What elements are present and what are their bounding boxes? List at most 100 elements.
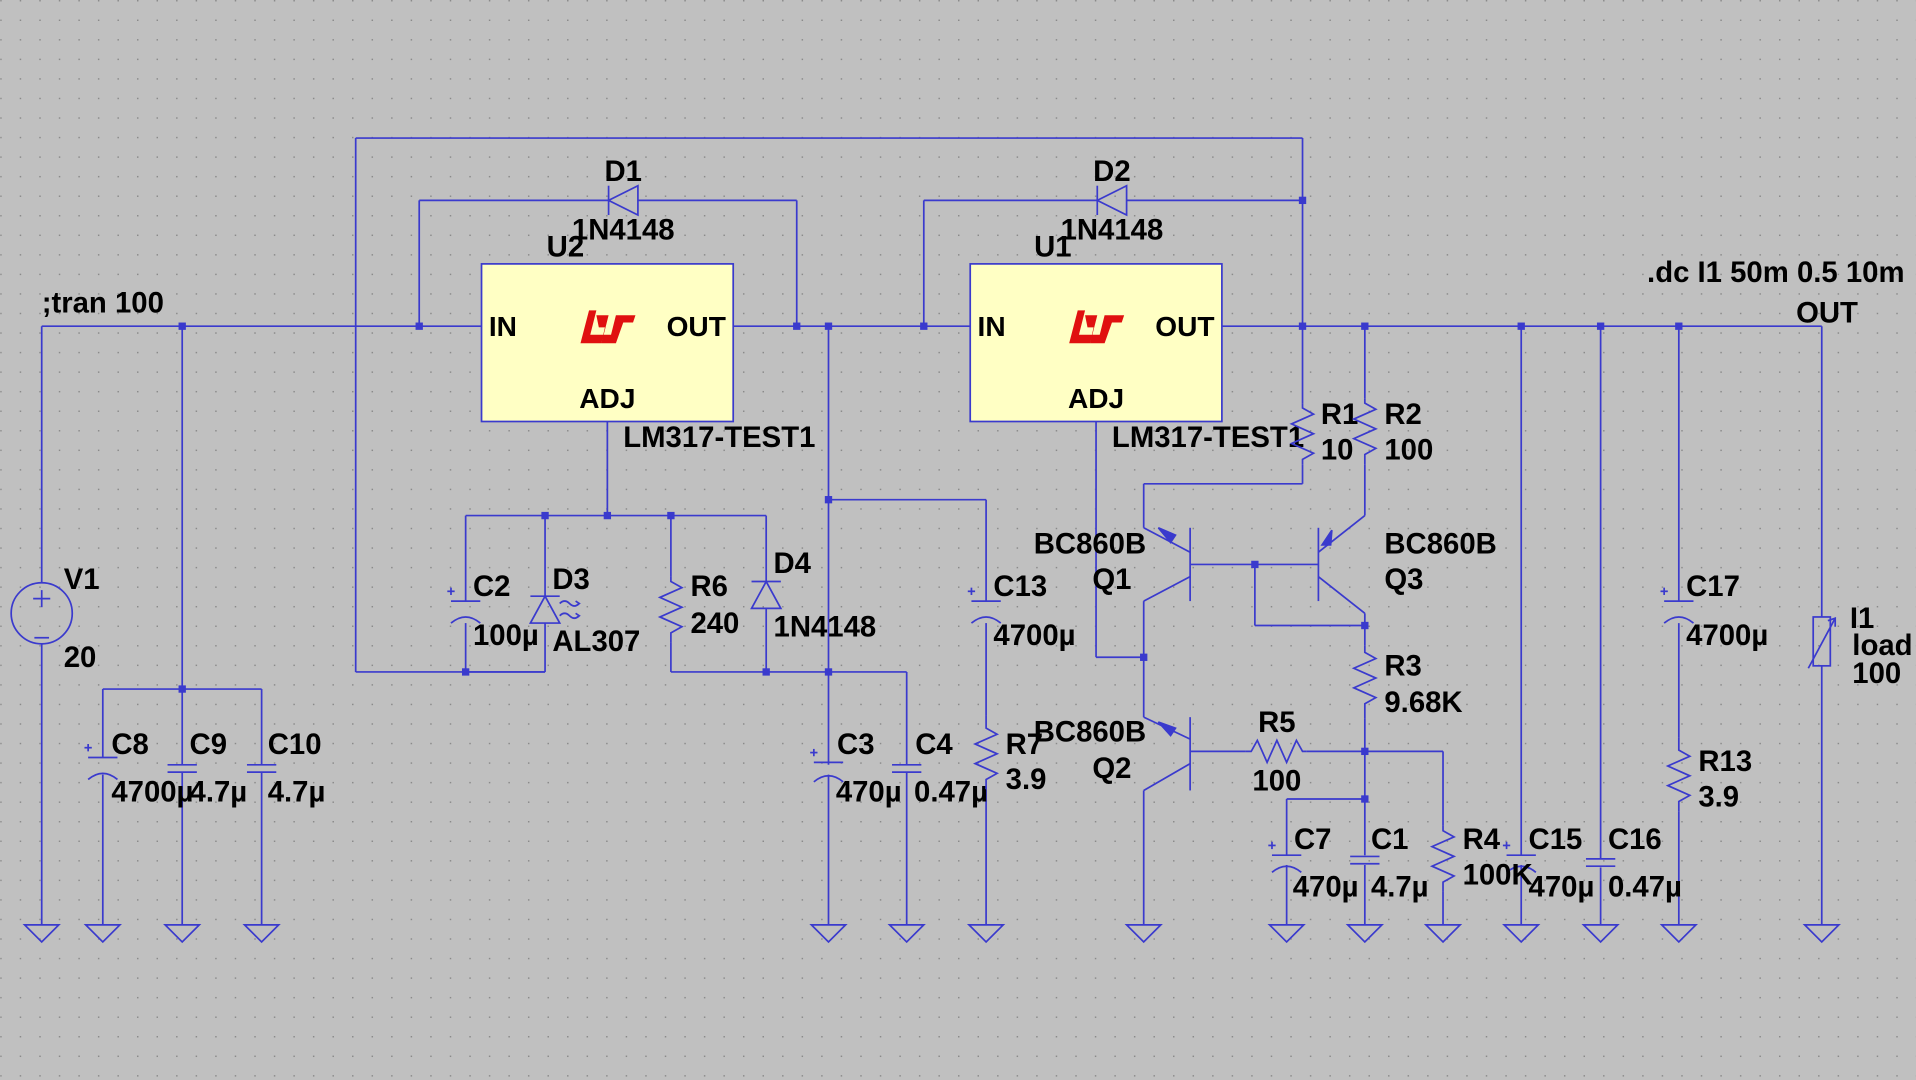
capacitor-c8[interactable]: C8 4700µ [84, 728, 193, 809]
c4-value: 0.47µ [914, 775, 988, 808]
resistor-r4[interactable]: R4 100K [1429, 823, 1533, 892]
capacitor-c4[interactable]: C4 0.47µ [892, 728, 988, 809]
c7-ref: C7 [1294, 823, 1331, 856]
led-d3[interactable]: D3 AL307 [528, 563, 640, 658]
v1-value: 20 [64, 641, 97, 674]
ground-icon [242, 923, 281, 944]
r2-value: 100 [1384, 433, 1433, 466]
c9-value: 4.7µ [190, 775, 248, 808]
resistor-r3[interactable]: R3 9.68K [1351, 645, 1463, 719]
polarized-capacitor-icon [1502, 841, 1537, 873]
r3-value: 9.68K [1384, 686, 1462, 719]
resistor-icon [657, 576, 684, 643]
voltage-source-v1[interactable]: V1 20 [10, 563, 100, 674]
net-label-out[interactable]: OUT [1796, 297, 1858, 330]
d4-ref: D4 [774, 547, 812, 580]
resistor-icon [1245, 738, 1307, 765]
ground-icon [163, 923, 202, 944]
resistor-r2[interactable]: R2 100 [1351, 398, 1433, 466]
r7-value: 3.9 [1006, 763, 1047, 796]
r6-ref: R6 [690, 570, 727, 603]
ground-icon [1659, 923, 1698, 944]
c16-value: 0.47µ [1608, 871, 1682, 904]
ground-icon [1124, 923, 1163, 944]
u1-model: LM317-TEST1 [1112, 421, 1304, 454]
capacitor-c15[interactable]: C15 470µ [1502, 823, 1594, 904]
i1-value-2: 100 [1852, 657, 1901, 690]
capacitor-c9[interactable]: C9 4.7µ [167, 728, 248, 809]
c8-ref: C8 [111, 728, 148, 761]
c10-ref: C10 [268, 728, 322, 761]
capacitor-c7[interactable]: C7 470µ [1268, 823, 1359, 904]
c2-value: 100µ [473, 619, 539, 652]
u1-pin-in: IN [978, 311, 1006, 342]
c3-value: 470µ [836, 775, 902, 808]
capacitor-c17[interactable]: C17 4700µ [1660, 570, 1768, 652]
r4-value: 100K [1463, 859, 1533, 892]
capacitor-icon [1350, 855, 1380, 865]
capacitor-c16[interactable]: C16 0.47µ [1585, 823, 1682, 904]
u2-model: LM317-TEST1 [623, 421, 815, 454]
capacitor-c3[interactable]: C3 470µ [810, 728, 902, 809]
diode-icon [606, 184, 639, 217]
r3-ref: R3 [1384, 650, 1421, 683]
ground-icon [1502, 923, 1541, 944]
regulator-u2[interactable]: IN OUT ADJ U2 LM317-TEST1 [480, 231, 816, 455]
diode-icon [1095, 184, 1128, 217]
transistor-q3[interactable]: BC860B Q3 [1317, 514, 1497, 614]
c10-value: 4.7µ [268, 775, 326, 808]
r13-ref: R13 [1698, 745, 1752, 778]
capacitor-icon [892, 763, 922, 773]
tran-directive[interactable]: ;tran 100 [42, 287, 164, 320]
polarized-capacitor-icon [84, 744, 119, 781]
polarized-capacitor-icon [810, 748, 844, 783]
voltage-source-icon [33, 590, 51, 639]
diode-d1[interactable]: D1 1N4148 [572, 155, 675, 247]
u2-ref: U2 [547, 231, 584, 264]
d2-value: 1N4148 [1061, 213, 1164, 246]
transistor-q1[interactable]: BC860B Q1 [1034, 526, 1191, 602]
q1-ref: Q1 [1092, 563, 1131, 596]
resistor-r5[interactable]: R5 100 [1245, 706, 1307, 798]
resistor-r6[interactable]: R6 240 [657, 570, 739, 643]
resistor-icon [1429, 825, 1457, 892]
capacitor-c2[interactable]: C2 100µ [447, 570, 539, 652]
u2-pin-in: IN [489, 311, 517, 342]
c16-ref: C16 [1608, 823, 1662, 856]
c17-ref: C17 [1686, 570, 1740, 603]
r4-ref: R4 [1463, 823, 1501, 856]
capacitor-c13[interactable]: C13 4700µ [967, 570, 1076, 652]
q3-ref: Q3 [1384, 563, 1423, 596]
transistor-q2[interactable]: BC860B Q2 [1034, 716, 1191, 792]
wires [40, 137, 1823, 925]
diode-d2[interactable]: D2 1N4148 [1061, 155, 1164, 247]
c15-ref: C15 [1529, 823, 1583, 856]
polarized-capacitor-icon [447, 587, 481, 624]
u1-ref: U1 [1034, 231, 1071, 264]
c13-value: 4700µ [993, 619, 1075, 652]
c4-ref: C4 [915, 728, 953, 761]
resistor-r13[interactable]: R13 3.9 [1665, 737, 1752, 813]
regulator-u1[interactable]: IN OUT ADJ U1 LM317-TEST1 [969, 231, 1304, 455]
current-source-i1[interactable]: I1 load 100 [1807, 602, 1913, 690]
c1-ref: C1 [1371, 823, 1408, 856]
led-icon [528, 594, 581, 624]
c17-value: 4700µ [1686, 619, 1768, 652]
capacitor-icon [1585, 858, 1616, 868]
capacitor-c1[interactable]: C1 4.7µ [1350, 823, 1429, 904]
capacitor-c10[interactable]: C10 4.7µ [246, 728, 326, 809]
c7-value: 470µ [1293, 871, 1359, 904]
ground-icon [83, 923, 122, 944]
lt-logo-icon [580, 310, 636, 344]
dc-directive[interactable]: .dc I1 50m 0.5 10m [1647, 256, 1904, 289]
resistor-r1[interactable]: R1 10 [1289, 398, 1359, 466]
resistor-r7[interactable]: R7 3.9 [972, 715, 1047, 796]
pnp-transistor-icon [1143, 526, 1191, 602]
r1-value: 10 [1321, 433, 1354, 466]
d4-value: 1N4148 [774, 611, 877, 644]
ground-icon [1802, 923, 1841, 944]
v1-ref: V1 [64, 563, 100, 596]
diode-d4[interactable]: D4 1N4148 [750, 547, 877, 644]
r6-value: 240 [690, 607, 739, 640]
